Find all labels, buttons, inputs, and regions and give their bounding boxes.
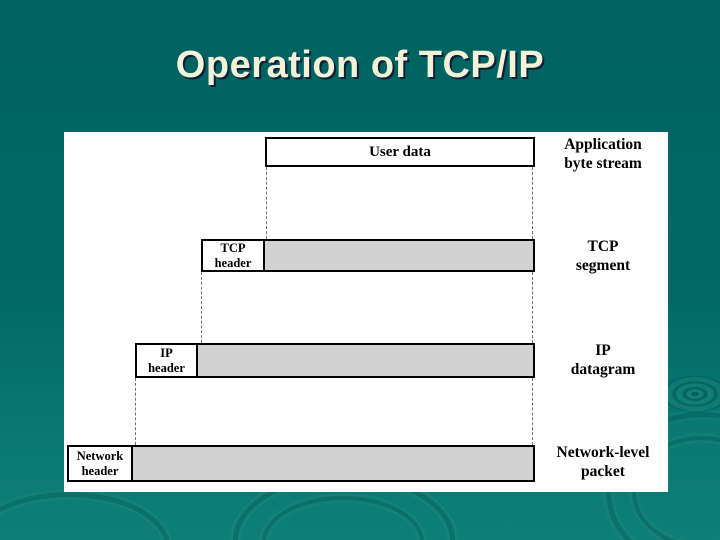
dashed-connector [532, 378, 533, 445]
slide-title: Operation of TCP/IP [175, 44, 545, 86]
network-data-box [133, 447, 533, 480]
side-label-ip-datagram: IP datagram [570, 342, 636, 379]
tcp-header-box: TCP header [203, 241, 265, 270]
diagram-panel: User data TCP header IP header Network h… [64, 132, 668, 492]
dashed-connector [266, 167, 267, 239]
network-header-box: Network header [69, 447, 133, 480]
ripple-decoration [0, 492, 170, 540]
network-packet-row: Network header [67, 445, 535, 482]
side-label-application-byte-stream: Application byte stream [564, 136, 642, 173]
tcp-data-box [265, 241, 533, 270]
ip-datagram-row: IP header [135, 343, 535, 378]
ip-header-box: IP header [137, 345, 198, 376]
dashed-connector [532, 167, 533, 239]
dashed-connector [532, 272, 533, 343]
user-data-label: User data [369, 143, 431, 160]
dashed-connector [201, 272, 202, 343]
user-data-box: User data [265, 137, 535, 167]
ripple-decoration [262, 496, 424, 540]
side-label-tcp-segment: TCP segment [575, 238, 631, 275]
dashed-connector [135, 378, 136, 445]
tcp-segment-row: TCP header [201, 239, 535, 272]
side-label-network-level-packet: Network-level packet [556, 444, 650, 481]
ip-data-box [198, 345, 533, 376]
